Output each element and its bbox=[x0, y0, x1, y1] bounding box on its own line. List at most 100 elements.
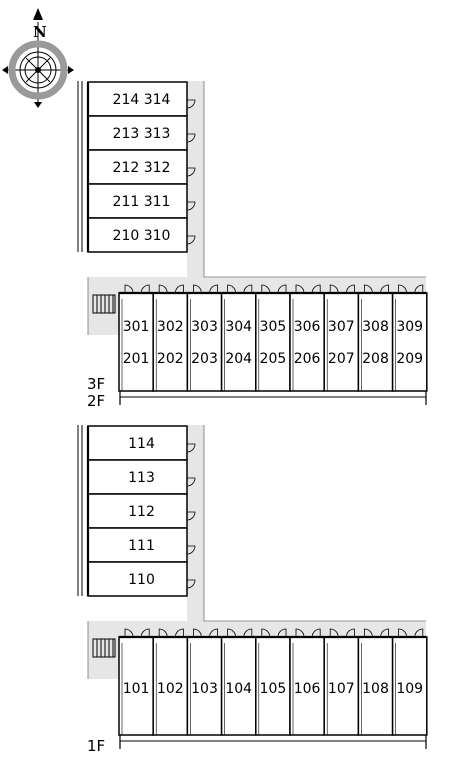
lower-row-corridor bbox=[88, 621, 426, 637]
room-number: 107 bbox=[328, 681, 355, 697]
room: 114 bbox=[86, 425, 196, 461]
door-icon bbox=[227, 284, 253, 294]
room-number: 309 bbox=[396, 319, 423, 335]
door-icon bbox=[186, 511, 196, 521]
room: 308 208 bbox=[357, 284, 394, 392]
room-number: 201 bbox=[123, 351, 150, 367]
room-number: 213 313 bbox=[113, 126, 171, 142]
room-number: 210 310 bbox=[113, 228, 171, 244]
room-number: 110 bbox=[128, 572, 155, 588]
room-number: 104 bbox=[225, 681, 252, 697]
room-number: 208 bbox=[362, 351, 389, 367]
door-icon bbox=[364, 628, 389, 638]
room: 113 bbox=[86, 459, 196, 495]
room: 110 bbox=[86, 561, 196, 597]
room-number: 303 bbox=[191, 319, 218, 335]
room-number: 114 bbox=[128, 436, 155, 452]
room-number: 211 311 bbox=[113, 194, 171, 210]
room-number: 306 bbox=[294, 319, 321, 335]
room-number: 308 bbox=[362, 319, 389, 335]
room: 111 bbox=[86, 527, 196, 563]
floor-label-2f: 2F bbox=[87, 392, 105, 410]
door-icon bbox=[186, 545, 196, 555]
door-icon bbox=[193, 628, 218, 638]
lower-wing-corridor bbox=[187, 425, 204, 621]
room-number: 302 bbox=[157, 319, 184, 335]
room: 109 bbox=[391, 628, 428, 736]
room: 105 bbox=[255, 628, 291, 736]
compass-rose-icon: N bbox=[2, 8, 74, 108]
door-icon bbox=[227, 628, 253, 638]
room: 212 312 bbox=[86, 149, 196, 185]
door-icon bbox=[261, 284, 287, 294]
room-number: 111 bbox=[128, 538, 155, 554]
room: 307 207 bbox=[323, 284, 360, 392]
room-number: 304 bbox=[225, 319, 252, 335]
door-icon bbox=[124, 628, 150, 638]
room-number: 307 bbox=[328, 319, 355, 335]
upper-section: 214 314 213 313 212 312 211 311 210 310 301 2… bbox=[77, 81, 428, 410]
room-number: 105 bbox=[260, 681, 287, 697]
room: 305 205 bbox=[255, 284, 291, 392]
lower-stairs-icon bbox=[92, 638, 116, 658]
door-icon bbox=[186, 167, 196, 177]
door-icon bbox=[186, 443, 196, 453]
room-number: 301 bbox=[123, 319, 150, 335]
door-icon bbox=[124, 284, 150, 294]
floor-label-1f: 1F bbox=[87, 737, 105, 755]
room: 102 bbox=[152, 628, 189, 736]
room-number: 205 bbox=[260, 351, 287, 367]
room: 108 bbox=[357, 628, 394, 736]
room-number: 113 bbox=[128, 470, 155, 486]
room: 302 202 bbox=[152, 284, 189, 392]
room-number: 212 312 bbox=[113, 160, 171, 176]
room-number: 101 bbox=[123, 681, 150, 697]
room-number: 207 bbox=[328, 351, 355, 367]
room-number: 202 bbox=[157, 351, 184, 367]
room-number: 103 bbox=[191, 681, 218, 697]
door-icon bbox=[398, 628, 424, 638]
floor-label-3f: 3F bbox=[87, 375, 105, 393]
room: 112 bbox=[86, 493, 196, 529]
room: 301 201 bbox=[118, 284, 154, 392]
room: 214 314 bbox=[86, 81, 196, 117]
door-icon bbox=[329, 628, 355, 638]
room: 210 310 bbox=[86, 217, 196, 253]
door-icon bbox=[186, 235, 196, 245]
room-number: 206 bbox=[294, 351, 321, 367]
room-number: 102 bbox=[157, 681, 184, 697]
door-icon bbox=[398, 284, 424, 294]
room-number: 214 314 bbox=[113, 92, 171, 108]
door-icon bbox=[186, 201, 196, 211]
door-icon bbox=[329, 284, 355, 294]
room: 211 311 bbox=[86, 183, 196, 219]
door-icon bbox=[158, 284, 184, 294]
door-icon bbox=[261, 628, 287, 638]
room-number: 209 bbox=[396, 351, 423, 367]
room-number: 305 bbox=[260, 319, 287, 335]
room: 104 bbox=[220, 628, 257, 736]
door-icon bbox=[193, 284, 218, 294]
upper-row-corridor bbox=[88, 277, 426, 293]
room: 309 209 bbox=[391, 284, 428, 392]
door-icon bbox=[295, 284, 321, 294]
room: 106 bbox=[289, 628, 325, 736]
room-number: 109 bbox=[396, 681, 423, 697]
door-icon bbox=[158, 628, 184, 638]
door-icon bbox=[364, 284, 389, 294]
room-number: 108 bbox=[362, 681, 389, 697]
room-number: 112 bbox=[128, 504, 155, 520]
door-icon bbox=[186, 99, 196, 109]
door-icon bbox=[186, 133, 196, 143]
room: 103 bbox=[186, 628, 223, 736]
room: 213 313 bbox=[86, 115, 196, 151]
room-number: 106 bbox=[294, 681, 321, 697]
door-icon bbox=[295, 628, 321, 638]
lower-section: 114 113 112 111 110 101 102 103 104 105 106 107 108… bbox=[77, 425, 428, 755]
room: 101 bbox=[118, 628, 154, 736]
compass-north-label: N bbox=[33, 23, 47, 41]
upper-stairs-icon bbox=[92, 294, 116, 314]
